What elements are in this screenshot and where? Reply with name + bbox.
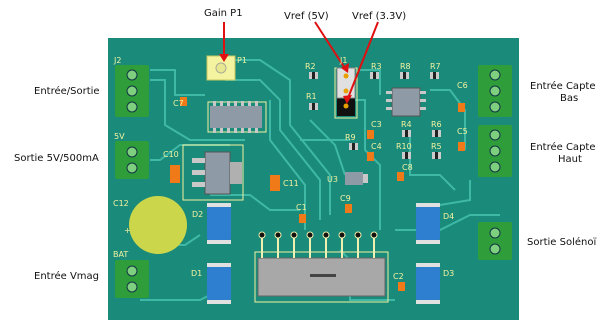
ic-u2 [386,87,426,117]
silk-c12: C12 [113,199,129,208]
capacitor-c4 [367,152,374,161]
label-capteur-bas-line1: Entrée Capte [530,81,596,92]
silk-r4: R4 [401,120,412,129]
silk-c5: C5 [457,127,468,136]
label-capteur-haut-line1: Entrée Capte [530,142,596,153]
silk-d4: D4 [443,212,454,221]
capacitor-c10 [170,165,180,183]
silk-r10: R10 [396,142,412,151]
diode-d2 [207,203,231,244]
silk-c4: C4 [371,142,382,151]
label-entree-sortie: Entrée/Sortie [34,86,100,97]
silk-c1: C1 [296,203,307,212]
silk-d3: D3 [443,269,454,278]
label-capteur-haut: Entrée Capte Haut [530,142,605,166]
diode-d3 [416,263,440,304]
terminal-solenoid [478,222,512,260]
arrow-vref5 [314,21,347,71]
diode-d1 [207,263,231,304]
silk-5v: 5V [114,132,125,141]
terminal-capteur-bas [478,65,512,117]
capacitor-c3 [367,130,374,139]
ic-u1 [210,101,262,133]
silk-c11: C11 [283,179,299,188]
jumper-j1 [336,67,356,116]
silk-r1: R1 [306,92,317,101]
arrow-vref33 [347,21,379,99]
silk-r5: R5 [431,142,442,151]
transistor-u3 [345,172,368,185]
header-connector [257,231,386,297]
capacitor-c2 [398,282,405,291]
terminal-capteur-haut [478,125,512,177]
silk-c9: C9 [340,194,351,203]
label-sortie-solenoide: Sortie Solénoï [527,237,597,248]
label-vref-5v: Vref (5V) [284,11,329,22]
label-entree-vmag: Entrée Vmag [34,271,100,282]
silk-r7: R7 [430,62,441,71]
label-sortie-5v: Sortie 5V/500mA [14,153,99,164]
silk-c8: C8 [402,163,413,172]
silk-j1: J1 [339,56,347,65]
capacitor-c7 [180,97,187,106]
capacitor-c6 [458,103,465,112]
silk-c7: C7 [173,99,184,108]
diode-d4 [416,203,440,244]
capacitor-c5 [458,142,465,151]
capacitor-c11 [270,175,280,191]
capacitor-c1 [299,214,306,223]
voltage-regulator [192,151,242,195]
capacitor-c8 [397,172,404,181]
label-capteur-bas: Entrée Capte Bas [530,81,605,105]
silk-c3: C3 [371,120,382,129]
silk-r3: R3 [371,62,382,71]
silk-c10: C10 [163,150,179,159]
terminal-j2 [115,65,149,117]
potentiometer-p1 [206,55,236,81]
label-capteur-haut-line2: Haut [558,154,582,165]
resistors [309,72,441,159]
silkscreen-labels: J2 P1 C7 5V C10 C11 C12 + D2 D1 BAT J1 R… [113,56,468,281]
arrow-heads [219,54,352,104]
silk-d2: D2 [192,210,203,219]
capacitor-c12 [129,196,187,254]
silk-r8: R8 [400,62,411,71]
silk-c6: C6 [457,81,468,90]
label-vref-33v: Vref (3.3V) [352,11,407,22]
silk-bat: BAT [113,250,128,259]
terminal-5v [115,141,149,179]
silk-p1: P1 [237,56,247,65]
silk-d1: D1 [191,269,202,278]
silk-j2: J2 [113,56,121,65]
silk-plus: + [124,226,131,235]
silk-r6: R6 [431,120,442,129]
silk-c2: C2 [393,272,404,281]
terminal-bat [115,260,149,298]
silk-u3: U3 [327,175,338,184]
silk-r9: R9 [345,133,356,142]
silk-r2: R2 [305,62,316,71]
label-capteur-bas-line2: Bas [560,93,579,104]
capacitor-c9 [345,204,352,213]
callout-arrows [223,21,379,99]
label-gain-p1: Gain P1 [204,8,243,19]
